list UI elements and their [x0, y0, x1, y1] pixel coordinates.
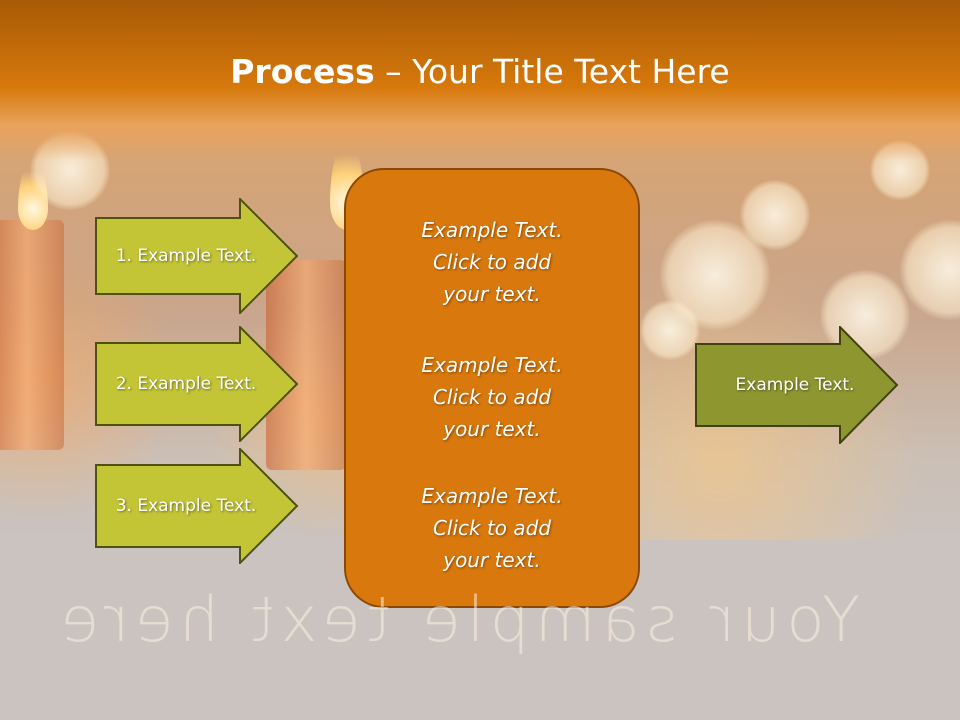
center-paragraph-1: Example Text. Click to add your text. — [346, 214, 638, 310]
slide-title[interactable]: Process – Your Title Text Here — [0, 52, 960, 91]
paragraph-line: your text. — [443, 548, 541, 572]
left-arrow-2[interactable]: 2. Example Text. — [95, 326, 299, 442]
header-band — [0, 0, 960, 160]
center-paragraph-3: Example Text. Click to add your text. — [346, 480, 638, 576]
candle-left — [0, 220, 64, 450]
arrow-right-shape-icon — [95, 448, 299, 564]
right-arrow-label: Example Text. — [735, 375, 855, 395]
title-bold: Process — [230, 52, 375, 91]
bokeh-light — [640, 300, 700, 360]
paragraph-line: your text. — [443, 417, 541, 441]
paragraph-line: Example Text. — [421, 484, 563, 508]
arrow-right-shape-icon — [695, 326, 899, 444]
paragraph-line: Click to add — [432, 516, 552, 540]
title-rest: – Your Title Text Here — [374, 52, 730, 91]
paragraph-line: your text. — [443, 282, 541, 306]
left-arrow-3[interactable]: 3. Example Text. — [95, 448, 299, 564]
left-arrow-label: 1. Example Text. — [115, 246, 257, 266]
right-arrow[interactable]: Example Text. — [695, 326, 899, 444]
mirrored-watermark-text: Your sample text here — [55, 583, 860, 656]
center-text-box[interactable]: Example Text. Click to add your text. Ex… — [344, 168, 640, 608]
paragraph-line: Example Text. — [421, 218, 563, 242]
left-arrow-label: 3. Example Text. — [115, 496, 257, 516]
arrow-right-shape-icon — [95, 326, 299, 442]
bokeh-light — [740, 180, 810, 250]
arrow-right-shape-icon — [95, 198, 299, 314]
paragraph-line: Click to add — [432, 385, 552, 409]
center-paragraph-2: Example Text. Click to add your text. — [346, 349, 638, 445]
left-arrow-1[interactable]: 1. Example Text. — [95, 198, 299, 314]
paragraph-line: Click to add — [432, 250, 552, 274]
paragraph-line: Example Text. — [421, 353, 563, 377]
left-arrow-label: 2. Example Text. — [115, 374, 257, 394]
